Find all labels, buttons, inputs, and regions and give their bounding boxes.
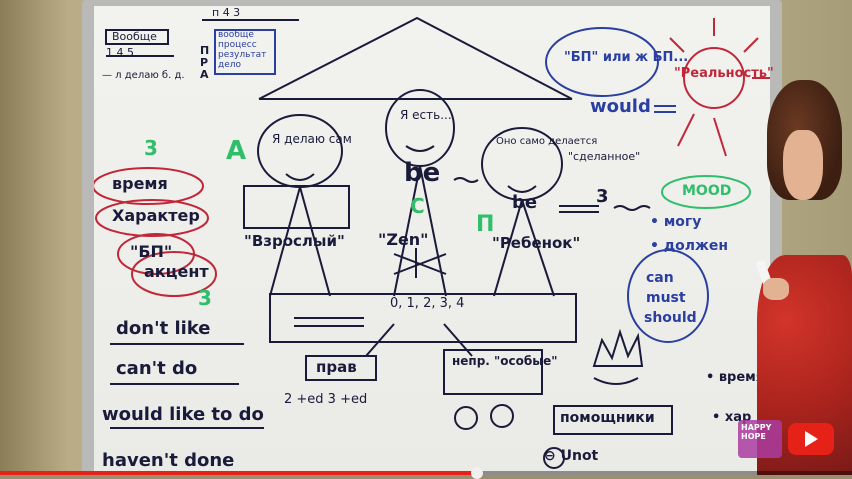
top-mid-row-1: вообще <box>218 30 254 40</box>
pomoshniki-label: помощники <box>560 410 655 426</box>
zen-label: "Zen" <box>378 230 429 249</box>
presenter-woman <box>755 80 852 475</box>
letter-a: А <box>226 136 247 166</box>
top-left-numbers: 1 4 5 <box>106 46 134 59</box>
dont-like-text: don't like <box>116 318 211 339</box>
modal-should: should <box>644 310 697 326</box>
side-letter-r: Р <box>200 56 209 69</box>
ono-samo-label: Оно само делается <box>496 136 598 147</box>
whiteboard-drawings <box>94 16 770 469</box>
letter-s: С <box>410 194 425 218</box>
would-label: would <box>590 96 651 117</box>
modal-can: can <box>646 270 674 286</box>
presenter-face <box>783 130 823 200</box>
oval-aktsent: акцент <box>144 262 209 281</box>
whiteboard: Вообще 1 4 5 — л делаю б. д. п 4 3 вообщ… <box>94 6 774 475</box>
side-letter-p: П <box>200 44 210 57</box>
top-left-title: Вообще <box>112 30 157 43</box>
green-three-bottom: 3 <box>198 286 212 310</box>
modal-dolzhen: • должен <box>650 238 729 254</box>
havent-done-text: haven't done <box>102 450 235 471</box>
ed-notes: 2 +ed 3 +ed <box>284 392 368 407</box>
presenter-hand <box>763 278 789 300</box>
modal-must: must <box>646 290 686 306</box>
oval-bp: "БП" <box>130 242 173 261</box>
side-letter-a: А <box>200 68 209 81</box>
video-progress-fill <box>0 471 478 475</box>
ya-delayu-label: Я делаю сам <box>272 132 352 146</box>
unot-label: ⊖ Unot <box>544 448 599 464</box>
video-progress-knob[interactable] <box>471 467 484 479</box>
modal-mogu: • могу <box>650 214 702 230</box>
be-label-2: be <box>512 192 538 213</box>
would-like-text: would like to do <box>102 404 264 425</box>
top-mid-timeline: п 4 3 <box>212 6 241 19</box>
right-edge-vremya: • время <box>706 370 765 385</box>
play-icon <box>805 431 818 447</box>
channel-logo: HAPPY HOPE <box>738 420 782 458</box>
mood-label: MOOD <box>682 183 732 199</box>
black-three: 3 <box>596 186 609 207</box>
youtube-play-button[interactable] <box>788 423 834 455</box>
box-numbers: 0, 1, 2, 3, 4 <box>390 296 465 311</box>
nepr-label: непр. "особые" <box>452 354 558 368</box>
vzrosly-label: "Взрослый" <box>244 232 345 250</box>
top-left-note: — л делаю б. д. <box>102 70 185 81</box>
cant-do-text: can't do <box>116 358 198 379</box>
realnost-label: "Реальность" <box>674 66 774 81</box>
be-label-1: be <box>404 158 441 188</box>
rebenok-label: "Ребенок" <box>492 234 581 252</box>
green-three-top: 3 <box>144 136 158 160</box>
letter-p: П <box>476 212 495 237</box>
bp-label: "БП" или ж БП... <box>564 50 689 65</box>
oval-harakter: Характер <box>112 206 200 225</box>
top-mid-row-3: результат <box>218 50 267 60</box>
oval-vremya: время <box>112 174 168 193</box>
video-progress-bar[interactable] <box>0 467 852 479</box>
ya-est-label: Я есть... <box>400 108 452 122</box>
prav-label: прав <box>316 358 357 376</box>
top-mid-row-2: процесс <box>218 40 257 50</box>
sdelannoe-label: "сделанное" <box>568 150 641 163</box>
top-mid-row-4: дело <box>218 60 242 70</box>
